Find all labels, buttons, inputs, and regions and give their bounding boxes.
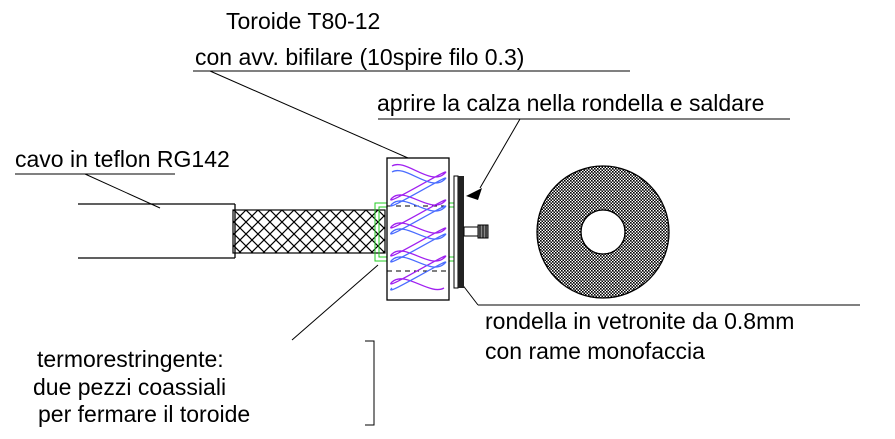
heatshrink-label-line1: termorestringente: — [37, 346, 224, 372]
winding-wire-a — [390, 163, 447, 291]
washer-front-view — [536, 165, 670, 299]
winding-wire-b — [390, 169, 447, 291]
aprire-leader — [479, 118, 521, 189]
center-conductor — [463, 224, 489, 239]
bifilar-winding — [390, 163, 447, 291]
heatshrink-label-line3: per fermare il toroide — [38, 401, 251, 427]
arrow-head — [466, 188, 482, 200]
washer-label-line1: rondella in vetronite da 0.8mm — [485, 308, 795, 334]
solder-instruction-label: aprire la calza nella rondella e saldare — [377, 90, 765, 116]
cable-label: cavo in teflon RG142 — [15, 146, 230, 172]
washer-label-line2: con rame monofaccia — [485, 338, 705, 364]
heatshrink-label-line2: due pezzi coassiali — [33, 374, 227, 400]
cable-braid — [232, 209, 386, 254]
toroide-leader — [209, 70, 409, 159]
toroid-label-title: Toroide T80-12 — [226, 8, 381, 34]
washer-side-board — [458, 176, 464, 288]
cable-jacket — [78, 203, 236, 259]
leader-lines — [15, 70, 860, 426]
toroid-label-winding: con avv. bifilare (10spire filo 0.3) — [195, 44, 525, 70]
cavo-leader — [84, 173, 161, 209]
washer-side-copper — [453, 175, 459, 289]
termo-leader — [291, 264, 379, 341]
termo-bracket — [365, 340, 375, 426]
